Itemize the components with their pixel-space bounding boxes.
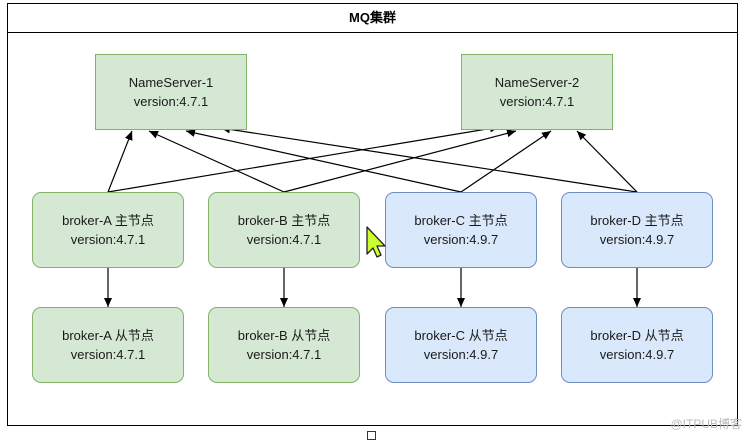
broker-d-slave-label: broker-D 从节点 <box>590 328 684 343</box>
broker-c-slave-node[interactable]: broker-C 从节点 version:4.9.7 <box>385 307 537 383</box>
arrow-broker-c-to-ns1 <box>185 129 462 193</box>
broker-d-slave-node[interactable]: broker-D 从节点 version:4.9.7 <box>561 307 713 383</box>
broker-a-slave-node[interactable]: broker-A 从节点 version:4.7.1 <box>32 307 184 383</box>
broker-a-master-label: broker-A 主节点 <box>62 213 154 228</box>
broker-d-slave-version: version:4.9.7 <box>599 347 675 362</box>
nameserver-1-version: version:4.7.1 <box>133 94 209 109</box>
resize-handle-icon[interactable] <box>367 431 376 440</box>
watermark: @ITPUB博客 <box>670 417 742 431</box>
broker-a-slave-version: version:4.7.1 <box>70 347 146 362</box>
broker-c-slave-version: version:4.9.7 <box>423 347 499 362</box>
broker-a-master-version: version:4.7.1 <box>70 232 146 247</box>
arrow-broker-b-to-ns2 <box>283 129 517 193</box>
container-title: MQ集群 <box>8 4 737 33</box>
nameserver-2-node[interactable]: NameServer-2 version:4.7.1 <box>461 54 613 130</box>
broker-c-master-node[interactable]: broker-C 主节点 version:4.9.7 <box>385 192 537 268</box>
broker-c-slave-label: broker-C 从节点 <box>414 328 508 343</box>
arrow-broker-d-to-ns1 <box>220 125 638 193</box>
mouse-pointer-icon <box>366 226 386 258</box>
arrow-broker-b-to-ns1 <box>148 130 285 193</box>
broker-d-master-node[interactable]: broker-D 主节点 version:4.9.7 <box>561 192 713 268</box>
broker-c-master-label: broker-C 主节点 <box>414 213 508 228</box>
broker-d-master-label: broker-D 主节点 <box>590 213 684 228</box>
arrow-broker-a-to-ns1 <box>107 130 133 193</box>
broker-a-master-node[interactable]: broker-A 主节点 version:4.7.1 <box>32 192 184 268</box>
broker-b-master-version: version:4.7.1 <box>246 232 322 247</box>
broker-a-slave-label: broker-A 从节点 <box>62 328 154 343</box>
arrow-broker-c-to-ns2 <box>460 130 552 193</box>
broker-d-master-version: version:4.9.7 <box>599 232 675 247</box>
broker-b-master-node[interactable]: broker-B 主节点 version:4.7.1 <box>208 192 360 268</box>
broker-b-slave-label: broker-B 从节点 <box>237 328 331 343</box>
arrow-broker-a-to-ns2 <box>107 124 500 193</box>
broker-b-slave-version: version:4.7.1 <box>246 347 322 362</box>
broker-b-master-label: broker-B 主节点 <box>237 213 331 228</box>
nameserver-1-name: NameServer-1 <box>128 75 214 90</box>
broker-b-slave-node[interactable]: broker-B 从节点 version:4.7.1 <box>208 307 360 383</box>
broker-c-master-version: version:4.9.7 <box>423 232 499 247</box>
nameserver-1-node[interactable]: NameServer-1 version:4.7.1 <box>95 54 247 130</box>
arrow-broker-d-to-ns2 <box>576 130 638 193</box>
nameserver-2-version: version:4.7.1 <box>499 94 575 109</box>
nameserver-2-name: NameServer-2 <box>494 75 580 90</box>
